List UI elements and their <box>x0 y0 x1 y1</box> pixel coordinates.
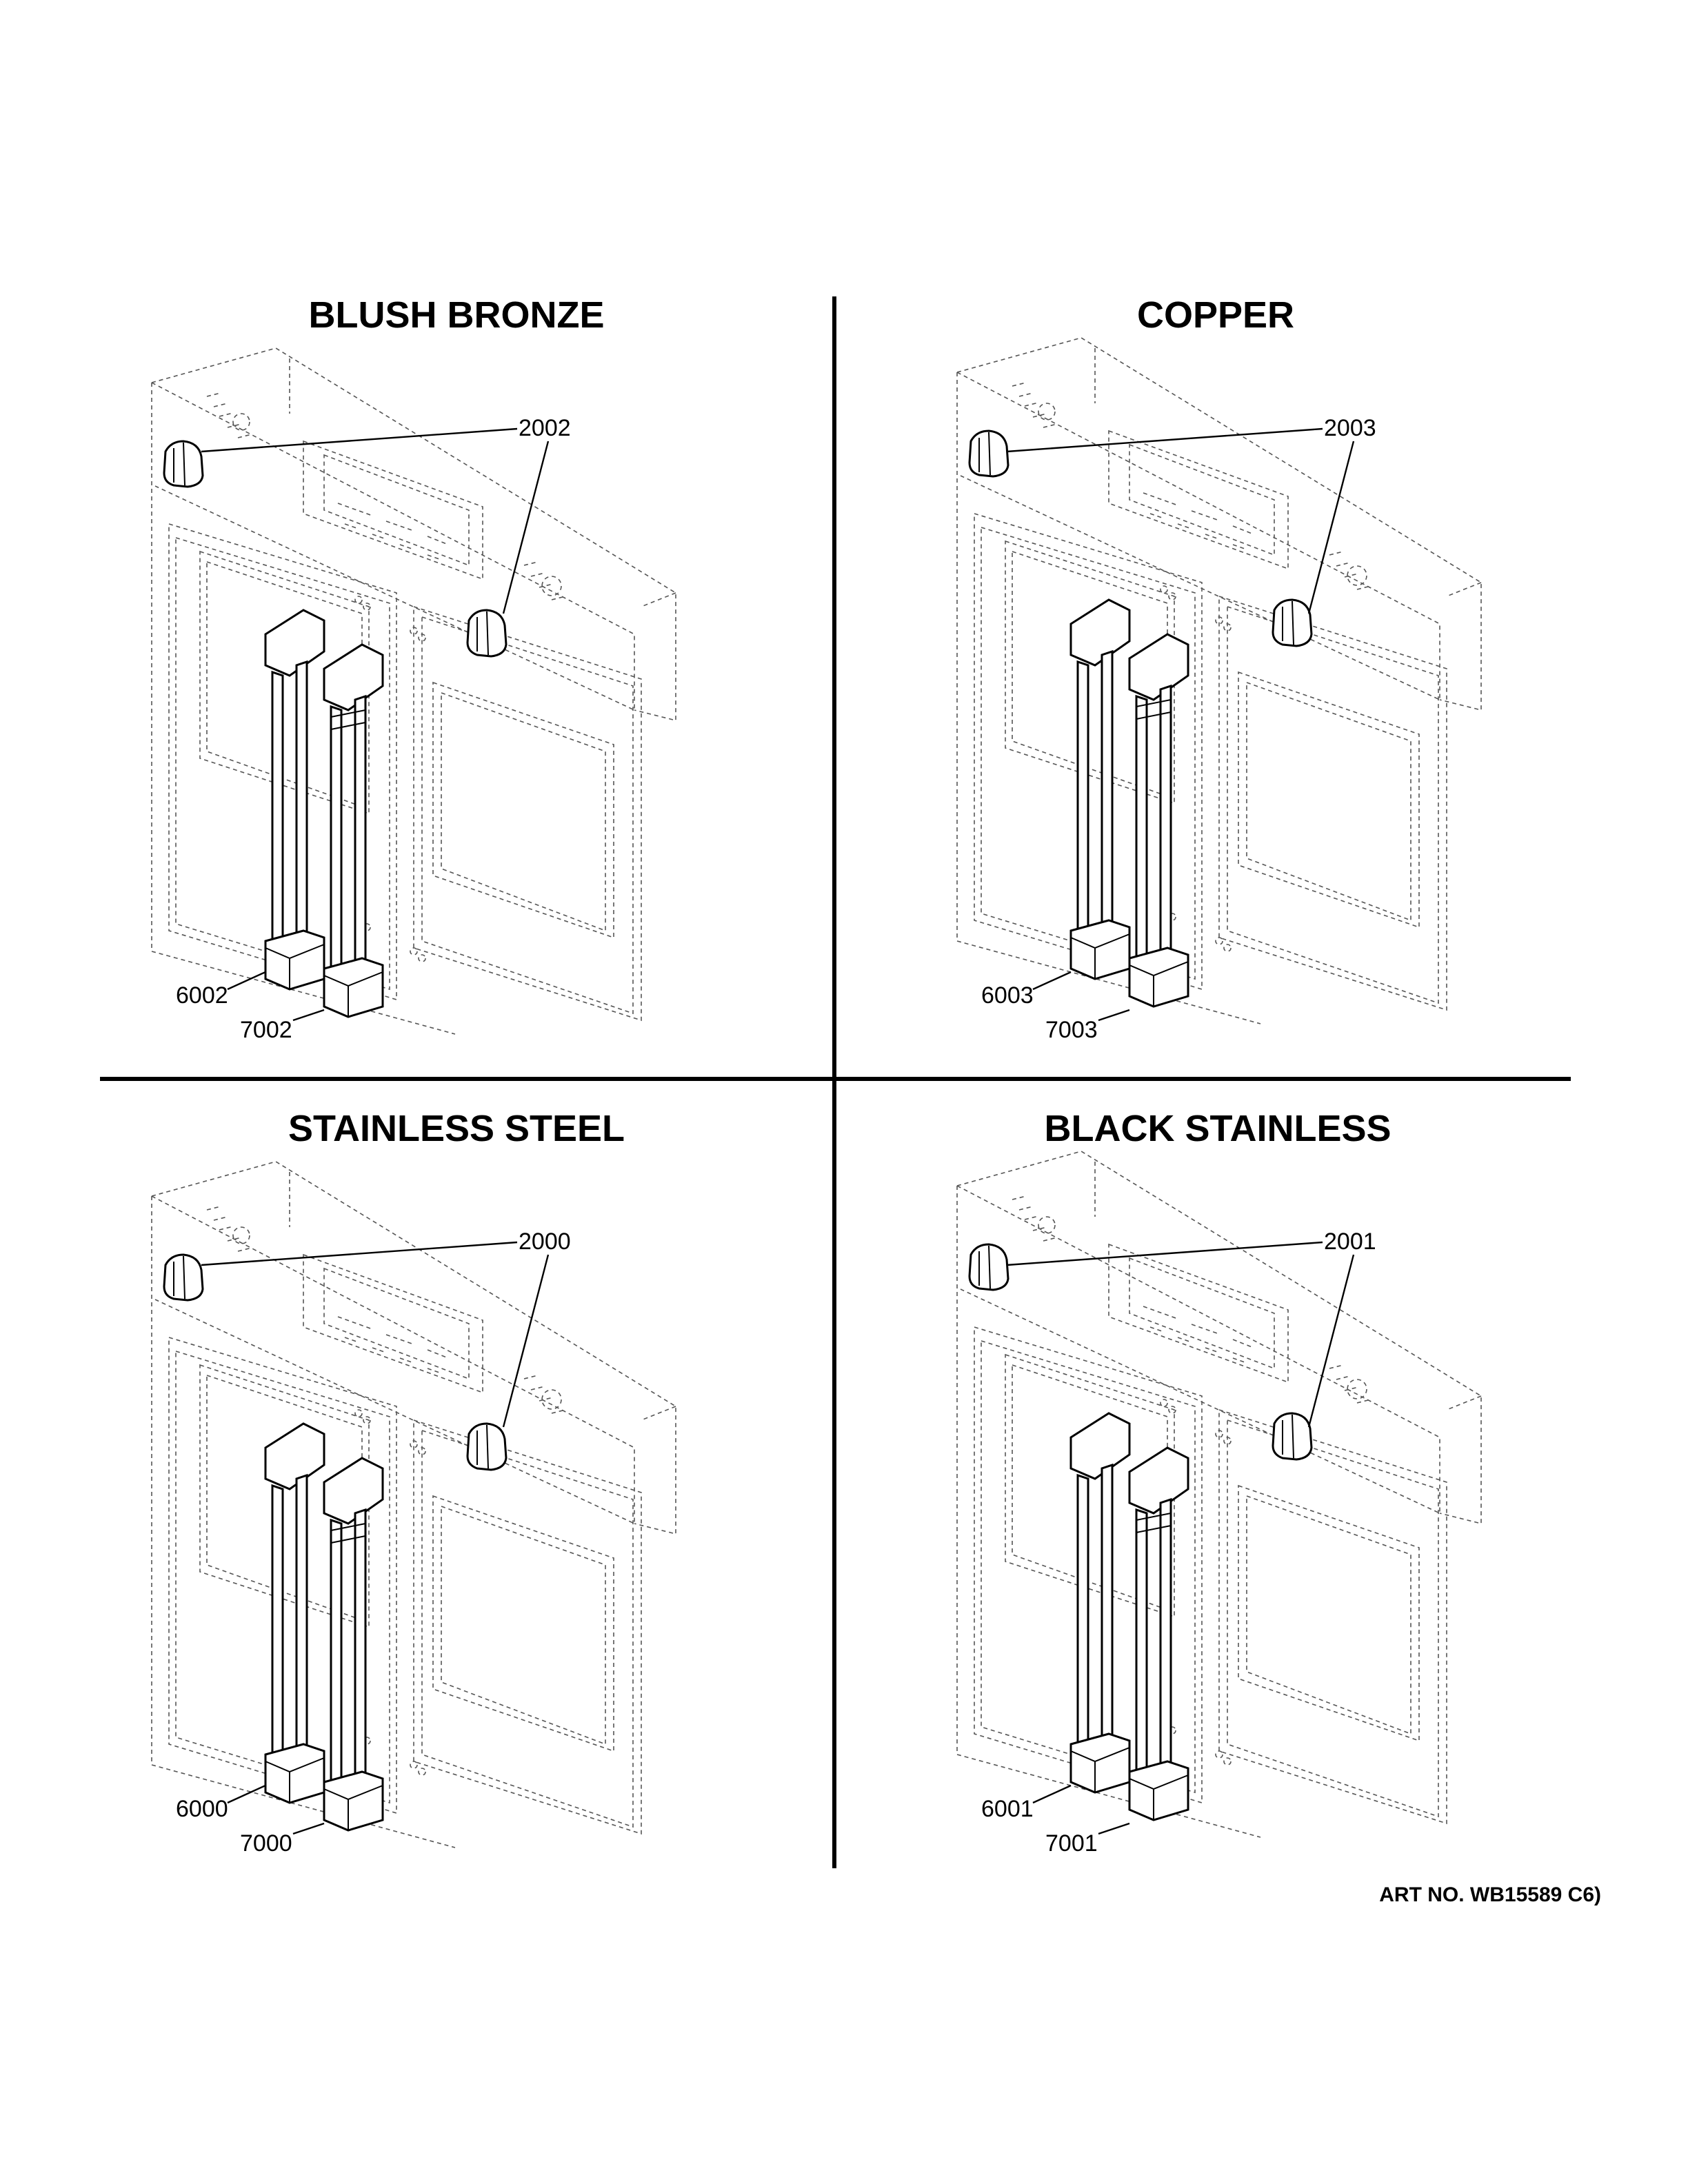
oven-illustration <box>150 347 677 1035</box>
callout-knob: 2003 <box>1324 415 1376 441</box>
callout-knob: 2000 <box>519 1228 571 1255</box>
callout-knob: 2002 <box>519 415 571 441</box>
quadrant-stainless-steel: STAINLESS STEEL 2000 6000 7000 <box>150 1108 677 1857</box>
callout-handle-lower: 6001 <box>981 1796 1034 1822</box>
knob-leader <box>1006 1241 1323 1266</box>
quadrant-copper: COPPER 2003 6003 7003 <box>956 294 1483 1043</box>
oven-illustration <box>150 1160 677 1849</box>
callout-handle-upper: 7000 <box>240 1830 292 1857</box>
oven-illustration <box>956 1150 1483 1839</box>
knob-leader <box>502 1254 550 1428</box>
quadrant-title: BLUSH BRONZE <box>309 294 605 336</box>
handle-leader <box>292 1822 325 1835</box>
handle-leader <box>1032 971 1072 991</box>
callout-handle-upper: 7001 <box>1045 1830 1098 1857</box>
knob-leader <box>201 1241 518 1266</box>
handle-leader <box>1098 1822 1130 1835</box>
knob-leader <box>201 427 518 453</box>
handle-leader <box>1032 1784 1072 1804</box>
quadrant-title: BLACK STAINLESS <box>1044 1108 1391 1149</box>
quadrant-black-stainless: BLACK STAINLESS 2001 6001 7001 <box>956 1108 1483 1857</box>
handle-leader <box>227 1784 266 1804</box>
knob-leader <box>502 441 550 614</box>
callout-knob: 2001 <box>1324 1228 1376 1255</box>
callout-handle-upper: 7002 <box>240 1017 292 1043</box>
quadrant-blush-bronze: BLUSH BRONZE 2002 6002 7002 <box>150 294 677 1043</box>
handle-leader <box>227 971 266 991</box>
art-number: ART NO. WB15589 C6) <box>1379 1883 1601 1906</box>
knob-leader <box>1307 1254 1355 1428</box>
knob-leader <box>1307 441 1355 614</box>
handle-leader <box>292 1009 325 1022</box>
quadrant-title: COPPER <box>1137 294 1294 336</box>
knob-leader <box>1006 427 1323 453</box>
callout-handle-upper: 7003 <box>1045 1017 1098 1043</box>
callout-handle-lower: 6000 <box>176 1796 228 1822</box>
callout-handle-lower: 6002 <box>176 982 228 1009</box>
quadrant-title: STAINLESS STEEL <box>288 1108 625 1149</box>
callout-handle-lower: 6003 <box>981 982 1034 1009</box>
handle-leader <box>1098 1009 1130 1022</box>
oven-illustration <box>956 336 1483 1025</box>
